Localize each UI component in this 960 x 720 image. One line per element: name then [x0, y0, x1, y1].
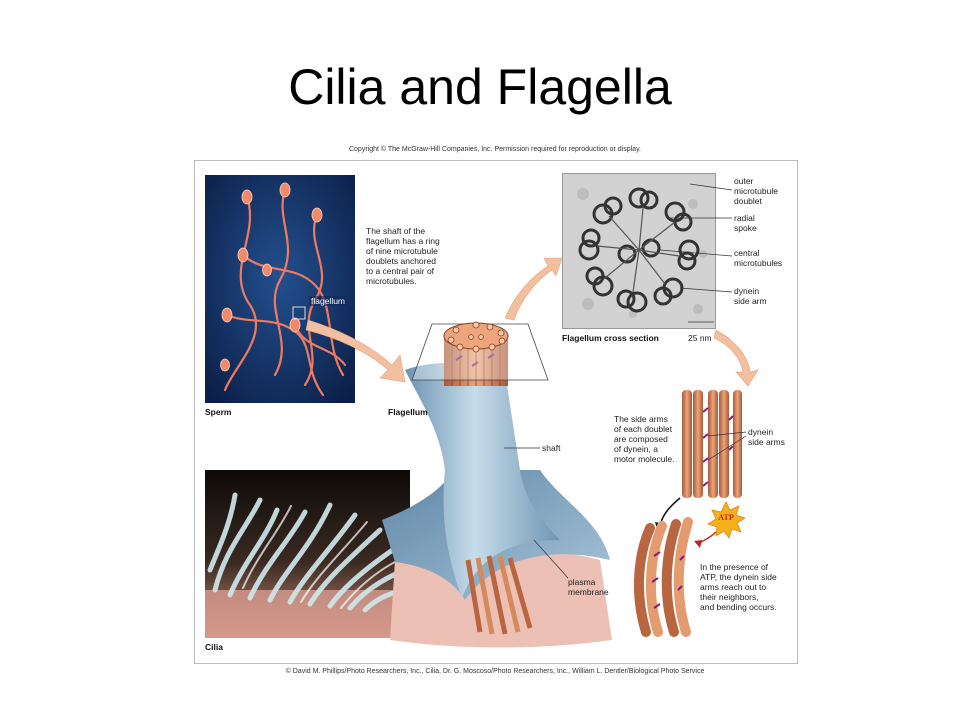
shaft-label: shaft: [542, 443, 561, 453]
flagellum-tag-label: flagellum: [309, 296, 348, 306]
atp-label: ATP: [718, 513, 734, 522]
central-microtubules-label: central microtubules: [734, 248, 783, 268]
sperm-caption: Sperm: [205, 407, 232, 417]
arrow-photo-to-flagellum: [305, 319, 406, 383]
basal-microtubules: [465, 555, 533, 635]
arrow-flagellum-to-micrograph: [504, 257, 563, 321]
scale-bar-label: 25 nm: [688, 333, 712, 343]
shaft-sheath: [405, 362, 560, 598]
dynein-side-arm-label: dynein side arm: [734, 286, 767, 306]
atp-burst-icon: [707, 501, 746, 539]
copyright-notice: Copyright © The McGraw-Hill Companies, I…: [348, 146, 641, 153]
arrow-micrograph-to-doublets: [713, 329, 759, 387]
outer-doublet-label: outer microtubule doublet: [734, 176, 778, 206]
straight-doublets: [682, 390, 742, 498]
radial-spoke-label: radial spoke: [734, 213, 757, 233]
dynein-side-arms-label: dynein side arms: [748, 427, 785, 447]
cross-section-micrograph: [562, 173, 716, 329]
leader-lines: [504, 183, 747, 579]
side-arms-description: The side arms of each doublet are compos…: [614, 414, 675, 464]
flagellum-label: Flagellum: [388, 407, 428, 417]
sperm-photo: [205, 175, 355, 403]
slide-title: Cilia and Flagella: [288, 59, 672, 115]
cilia-caption: Cilia: [205, 642, 223, 652]
plasma-membrane-label: plasma membrane: [568, 577, 609, 597]
photo-credits: © David M. Phillips/Photo Researchers, I…: [285, 668, 705, 675]
bent-doublets: [633, 517, 693, 637]
cross-section-caption: Flagellum cross section: [562, 333, 659, 343]
cilia-photo: [205, 470, 410, 638]
atp-description: In the presence of ATP, the dynein side …: [700, 562, 777, 612]
shaft-description: The shaft of the flagellum has a ring of…: [366, 226, 440, 286]
